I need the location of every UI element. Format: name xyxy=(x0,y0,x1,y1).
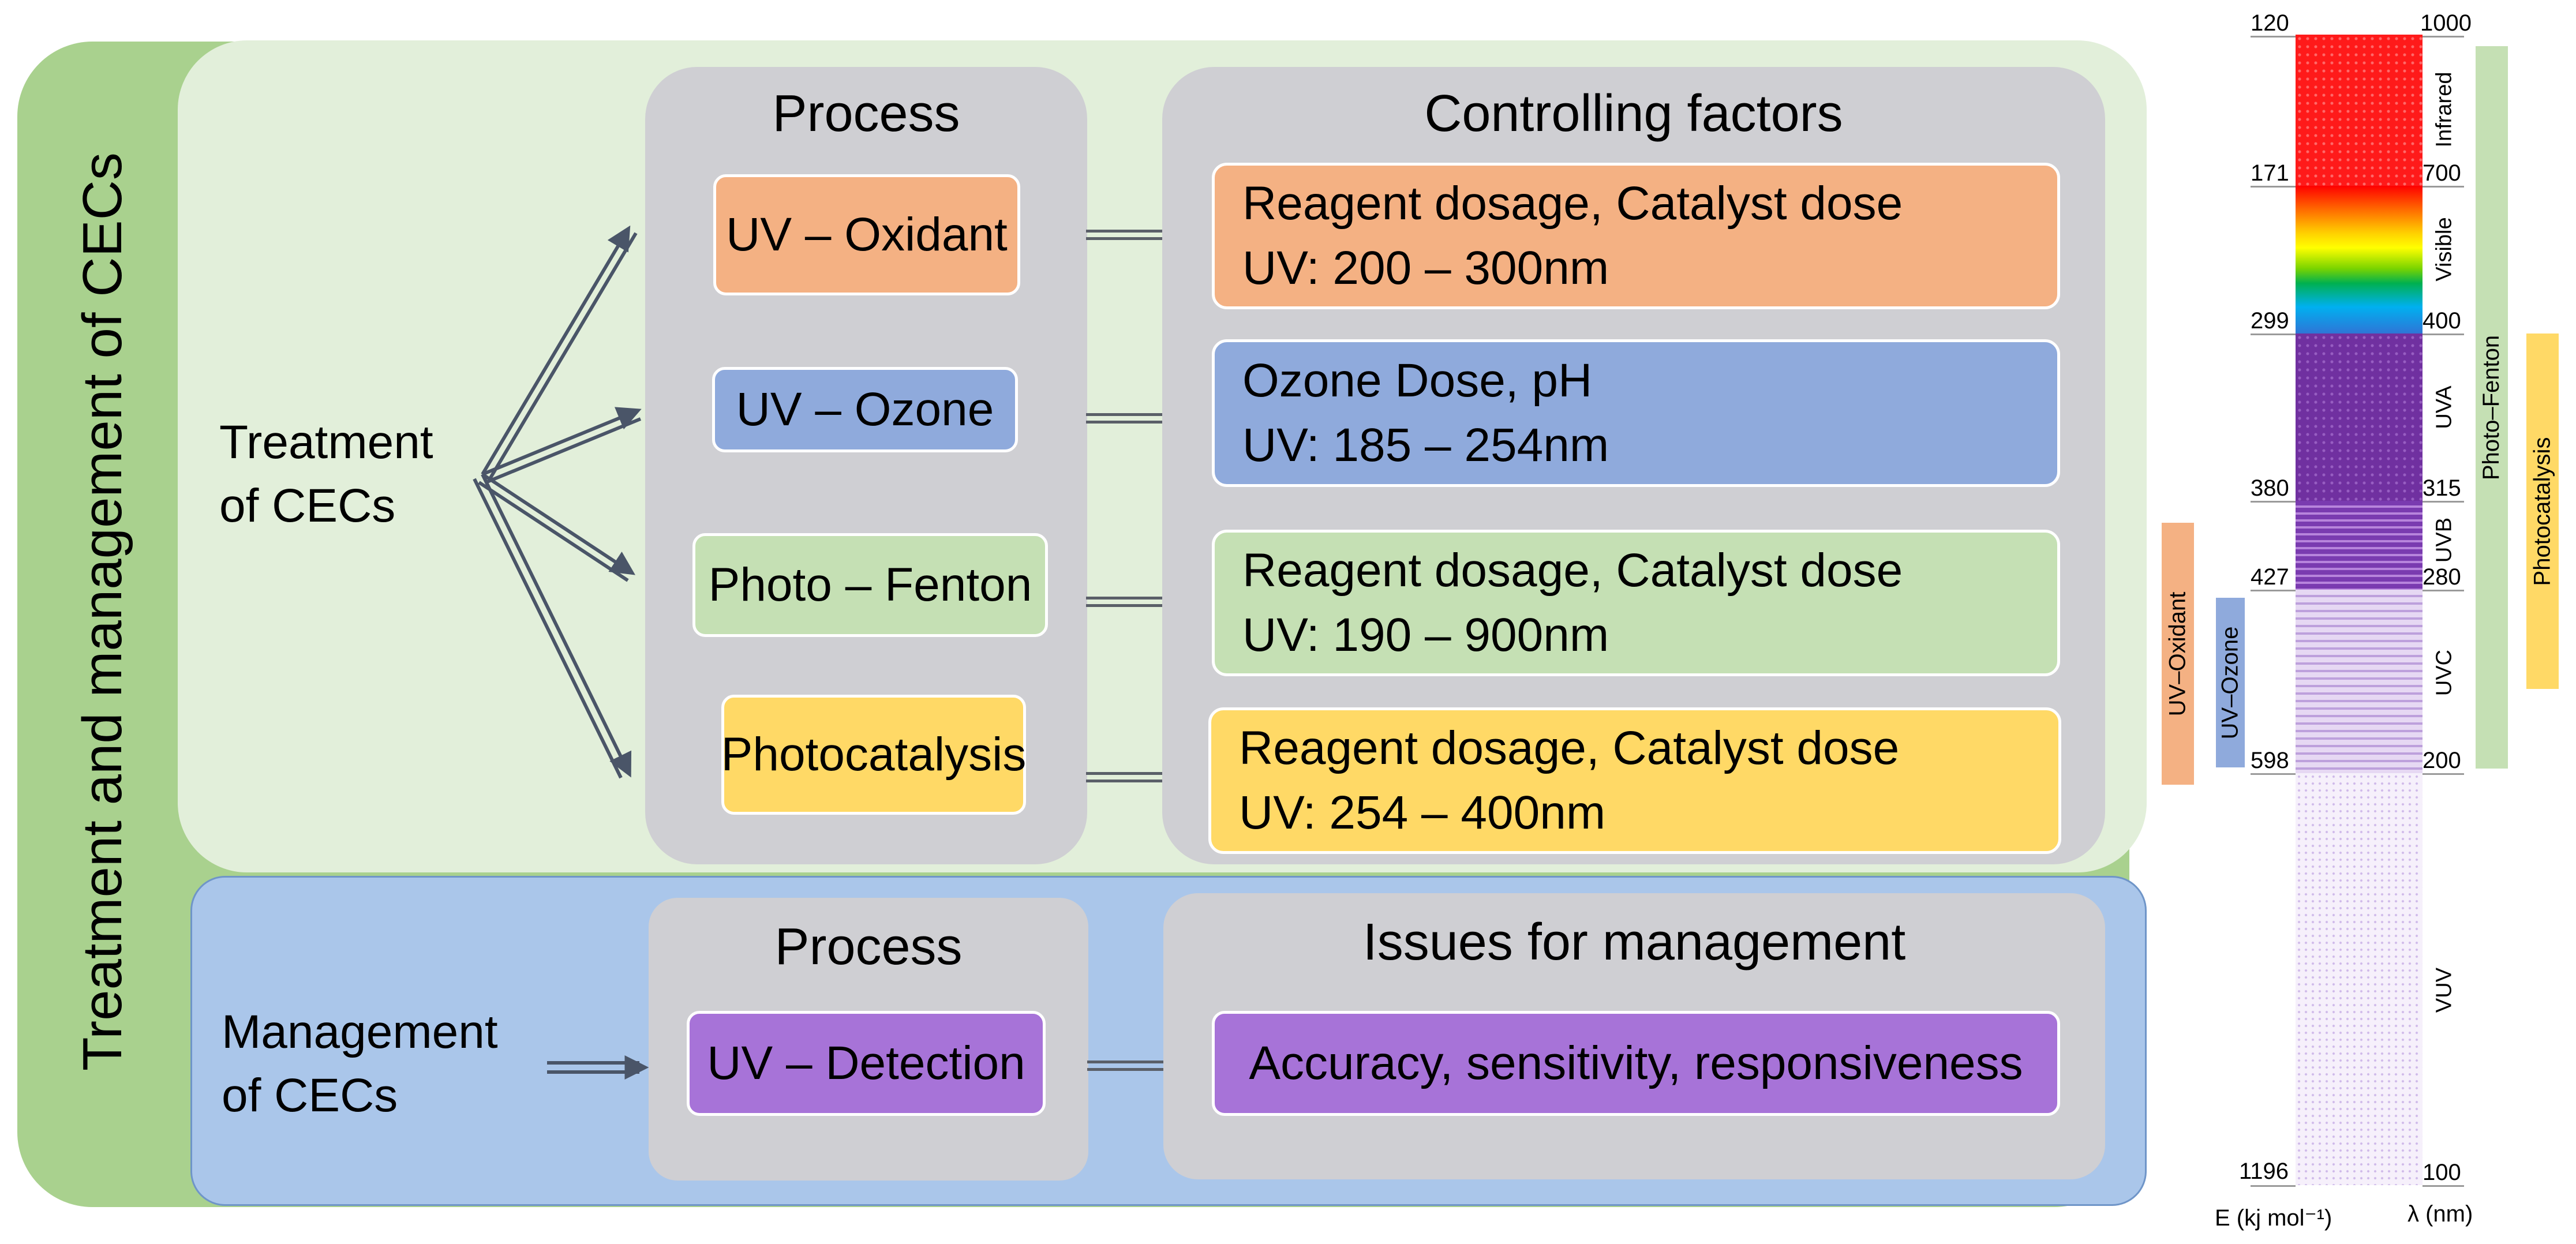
connector-detection xyxy=(1087,1061,1163,1071)
tick-line-right xyxy=(2423,334,2464,335)
technique-bar-uv-oxidant: UV–Oxidant xyxy=(2162,523,2194,785)
wavelength-tick: 200 xyxy=(2423,748,2461,773)
wavelength-tick: 280 xyxy=(2423,564,2461,590)
technique-label-photo-fenton: Photo–Fenton xyxy=(2478,335,2504,480)
band-uvc xyxy=(2296,590,2423,773)
technique-label-photocatalysis: Photocatalysis xyxy=(2529,437,2555,586)
factor-photocatalysis-line2: UV: 254 – 400nm xyxy=(1239,786,1606,839)
wavelength-axis-label: λ (nm) xyxy=(2407,1201,2473,1227)
process-photo-fenton: Photo – Fenton xyxy=(692,533,1048,637)
tick-line-left xyxy=(2251,773,2296,775)
arrow-to-oxidant xyxy=(481,225,631,475)
arrow-to-photocatalysis xyxy=(481,473,632,778)
process-uv-ozone: UV – Ozone xyxy=(712,367,1018,452)
arrow-to-ozone xyxy=(481,407,642,476)
factor-photocatalysis-line1: Reagent dosage, Catalyst dose xyxy=(1239,722,1900,774)
wavelength-tick: 400 xyxy=(2423,308,2461,334)
technique-bar-photo-fenton: Photo–Fenton xyxy=(2476,46,2508,769)
tick-line-right xyxy=(2423,36,2464,38)
issue-accuracy: Accuracy, sensitivity, responsiveness xyxy=(1212,1011,2060,1116)
factor-uv-oxidant-line2: UV: 200 – 300nm xyxy=(1242,242,1609,294)
technique-label-uv-ozone: UV–Ozone xyxy=(2217,626,2243,739)
connector-fenton xyxy=(1086,597,1162,607)
technique-label-uv-oxidant: UV–Oxidant xyxy=(2165,591,2191,716)
band-label-infrared: Infrared xyxy=(2432,72,2457,148)
band-label-vuv: VUV xyxy=(2432,967,2457,1013)
management-label-line2: of CECs xyxy=(222,1069,398,1122)
tick-line-right xyxy=(2423,590,2464,591)
band-visible xyxy=(2296,186,2423,334)
band-label-uvb: UVB xyxy=(2432,517,2457,563)
energy-tick: 427 xyxy=(2251,564,2289,590)
energy-tick: 171 xyxy=(2251,160,2289,186)
wavelength-tick: 1000 xyxy=(2420,10,2472,36)
management-label-line1: Management xyxy=(222,1006,498,1058)
treatment-process-title: Process xyxy=(772,85,960,143)
band-infrared xyxy=(2296,35,2423,186)
tick-line-right xyxy=(2423,1185,2464,1187)
factor-uv-oxidant-line1: Reagent dosage, Catalyst dose xyxy=(1242,177,1903,230)
connector-oxidant xyxy=(1086,230,1162,240)
controlling-factors-title: Controlling factors xyxy=(1424,85,1843,143)
tick-line-left xyxy=(2251,1185,2296,1187)
wavelength-tick: 700 xyxy=(2423,160,2461,186)
energy-tick: 1196 xyxy=(2239,1159,2289,1184)
factor-photo-fenton-line2: UV: 190 – 900nm xyxy=(1242,609,1609,661)
treatment-label-line1: Treatment xyxy=(219,416,433,469)
energy-tick: 380 xyxy=(2251,475,2289,501)
treatment-label-line2: of CECs xyxy=(219,479,396,532)
factor-photocatalysis: Reagent dosage, Catalyst dose UV: 254 – … xyxy=(1208,707,2061,854)
factor-photo-fenton: Reagent dosage, Catalyst dose UV: 190 – … xyxy=(1212,530,2060,676)
technique-bar-photocatalysis: Photocatalysis xyxy=(2526,334,2559,689)
wavelength-tick: 315 xyxy=(2423,475,2461,501)
factor-uv-ozone-line2: UV: 185 – 254nm xyxy=(1242,419,1609,471)
factor-uv-ozone-line1: Ozone Dose, pH xyxy=(1242,354,1593,407)
issues-title: Issues for management xyxy=(1362,913,1906,971)
tick-line-left xyxy=(2251,36,2296,38)
arrow-to-fenton xyxy=(481,473,636,575)
fan-arrows xyxy=(473,225,642,779)
band-uvb xyxy=(2296,501,2423,590)
management-arrow xyxy=(547,1055,649,1080)
tick-line-left xyxy=(2251,590,2296,591)
process-uv-oxidant: UV – Oxidant xyxy=(713,174,1020,295)
factor-uv-oxidant: Reagent dosage, Catalyst dose UV: 200 – … xyxy=(1212,163,2060,309)
tick-line-right xyxy=(2423,186,2464,188)
band-label-visible: Visible xyxy=(2432,217,2457,282)
band-uva xyxy=(2296,334,2423,501)
process-uv-detection: UV – Detection xyxy=(687,1011,1046,1116)
connector-photocatalysis xyxy=(1086,772,1162,782)
energy-axis-label: E (kj mol⁻¹) xyxy=(2215,1205,2332,1231)
factor-photo-fenton-line1: Reagent dosage, Catalyst dose xyxy=(1242,544,1903,597)
band-label-uva: UVA xyxy=(2432,385,2457,429)
band-label-uvc: UVC xyxy=(2432,649,2457,696)
tick-line-left xyxy=(2251,501,2296,503)
tick-line-right xyxy=(2423,501,2464,503)
band-vuv xyxy=(2296,773,2423,1185)
energy-tick: 299 xyxy=(2251,308,2289,334)
energy-tick: 120 xyxy=(2251,10,2289,36)
factor-uv-ozone: Ozone Dose, pH UV: 185 – 254nm xyxy=(1212,339,2060,487)
management-process-title: Process xyxy=(774,918,963,976)
wavelength-tick: 100 xyxy=(2423,1160,2461,1185)
energy-tick: 598 xyxy=(2251,748,2289,773)
tick-line-right xyxy=(2423,773,2464,775)
tick-line-left xyxy=(2251,186,2296,188)
tick-line-left xyxy=(2251,334,2296,335)
process-photocatalysis: Photocatalysis xyxy=(721,695,1026,815)
technique-bar-uv-ozone: UV–Ozone xyxy=(2216,598,2245,767)
connector-ozone xyxy=(1086,413,1162,424)
